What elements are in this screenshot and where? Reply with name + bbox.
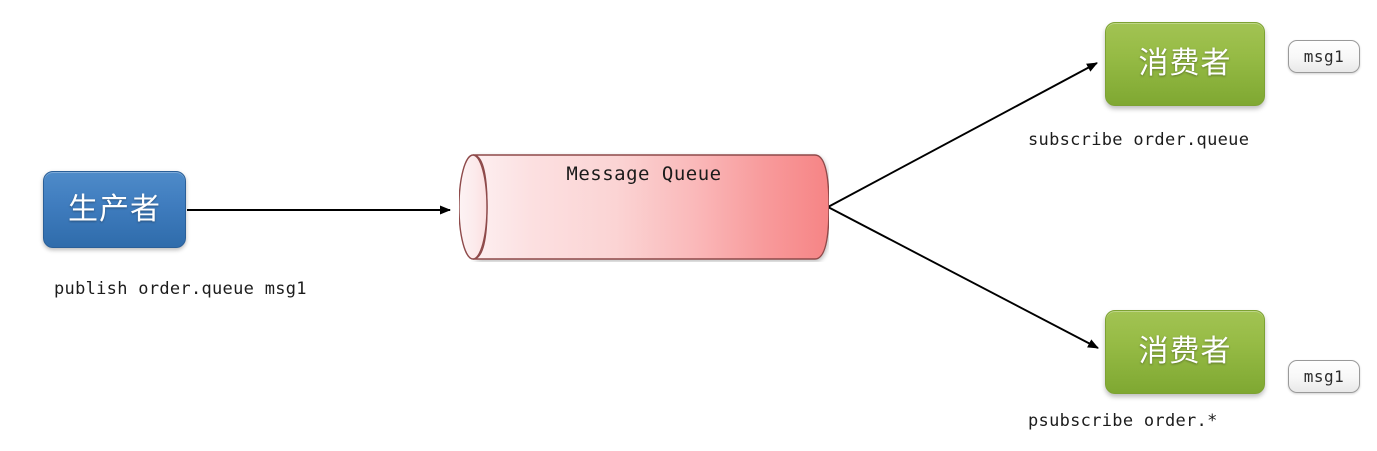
node-producer-label: 生产者	[68, 191, 161, 227]
badge-msg-top: msg1	[1288, 40, 1360, 73]
node-consumer-bottom[interactable]: 消费者	[1105, 310, 1265, 394]
message-queue-label: Message Queue	[566, 163, 722, 185]
caption-publish-command: publish order.queue msg1	[54, 279, 307, 299]
node-consumer-bottom-label: 消费者	[1138, 334, 1232, 369]
node-message-queue[interactable]: Message Queue	[459, 152, 829, 262]
caption-subscribe-command: subscribe order.queue	[1028, 130, 1250, 150]
node-producer[interactable]: 生产者	[43, 171, 186, 248]
node-consumer-top-label: 消费者	[1138, 46, 1232, 81]
node-consumer-top[interactable]: 消费者	[1105, 22, 1265, 106]
caption-psubscribe-command: psubscribe order.*	[1028, 411, 1218, 431]
message-queue-cylinder-shape	[459, 154, 829, 260]
badge-msg-bottom: msg1	[1288, 360, 1360, 393]
edge-queue-to-consumer-bottom	[827, 206, 1099, 349]
